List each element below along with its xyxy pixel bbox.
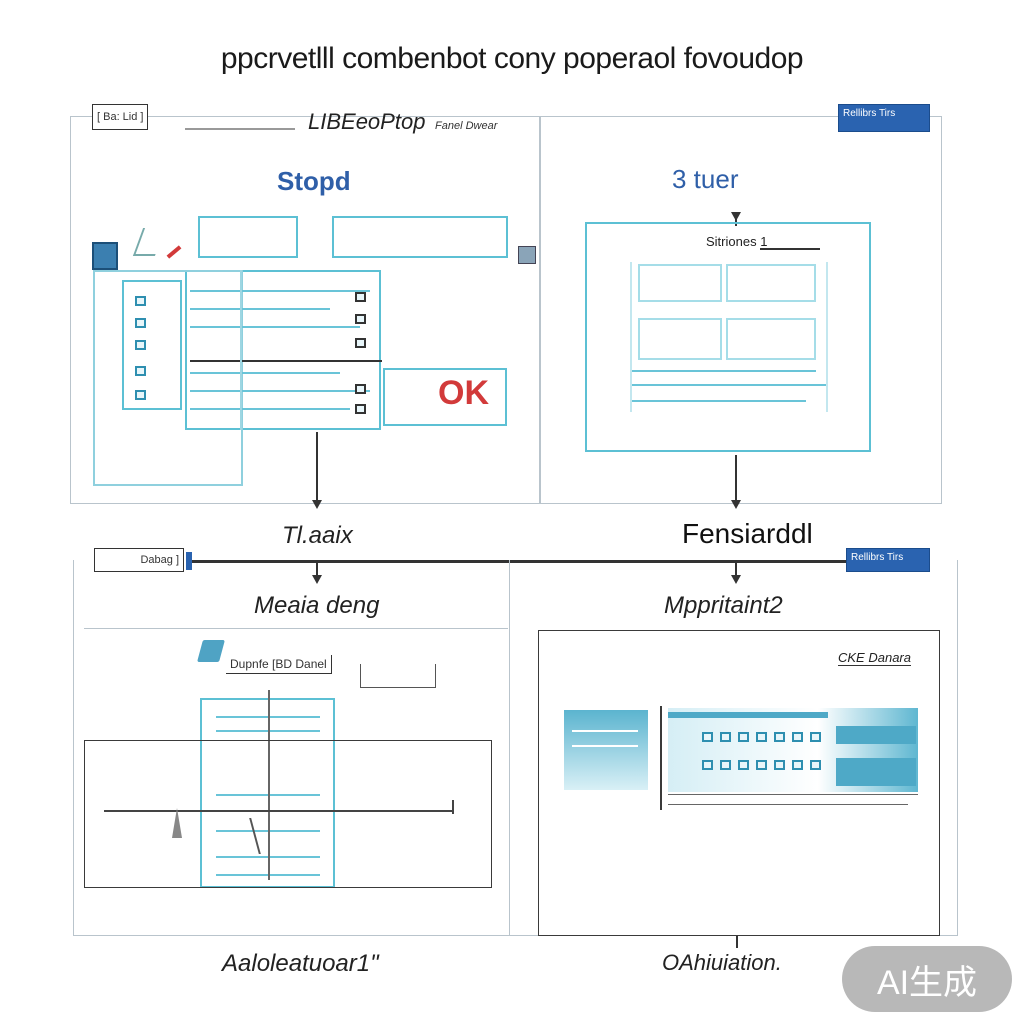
panel-top-left: [70, 116, 540, 504]
box-top-b: [332, 216, 508, 258]
small-tag-mid-left: Dabag ]: [94, 548, 184, 572]
box-left-column: [122, 280, 182, 410]
panel-label-3tuer: 3 tuer: [672, 164, 739, 194]
box-bottom-right-inner: [538, 630, 940, 936]
bottom-right-tag: CKE Danara: [838, 650, 911, 666]
box-bottom-left-inner: [84, 628, 508, 636]
wide-frame: [84, 740, 492, 888]
bottom-left-caption: Aaloleatuoar1": [222, 950, 379, 977]
subtitle-sitriones: Sitriones 1: [706, 234, 768, 249]
box-top-a: [198, 216, 298, 258]
horizontal-divider: [186, 560, 846, 563]
badge-top-right: Rellibrs Tirs: [838, 104, 930, 132]
ok-text: OK: [438, 374, 489, 412]
bottom-right-title: Mppritaint2: [664, 592, 783, 619]
bottom-left-tag: Dupnfe [BD Danel: [226, 655, 332, 674]
diagram-title: ppcrvetlll combenbot cony poperaol fovou…: [220, 42, 804, 75]
small-tag-top-left: [ Ba: Lid ]: [92, 104, 149, 130]
badge-mid-right: Rellibrs Tirs: [846, 548, 930, 572]
arrow-line-left: [316, 432, 318, 502]
document-icon: [92, 242, 118, 270]
header-tag: LIBEeoPtop: [308, 109, 426, 134]
header-line-top-left: [185, 128, 295, 130]
bottom-left-title: Meaia deng: [254, 592, 380, 619]
connector-handle: [518, 246, 536, 264]
ai-generated-watermark: AI生成: [842, 946, 1012, 1012]
box-bottom-left: [93, 270, 243, 486]
box-3tuer: [585, 222, 871, 452]
arrow-line-right: [735, 455, 737, 503]
panel-bottom-left: [73, 560, 510, 936]
panel-label-stopd: Stopd: [277, 166, 351, 196]
ok-box: [383, 368, 507, 426]
box-main: [185, 270, 381, 430]
mid-right-label: Fensiarddl: [682, 518, 813, 549]
header-sub: Fanel Dwear: [435, 120, 498, 132]
screen-left: [564, 710, 648, 790]
panel-top-right: [540, 116, 942, 504]
figure-icon: [172, 808, 182, 838]
bottom-right-caption: OAhiuiation.: [662, 950, 782, 975]
mid-left-label: Tl.aaix: [282, 522, 353, 549]
